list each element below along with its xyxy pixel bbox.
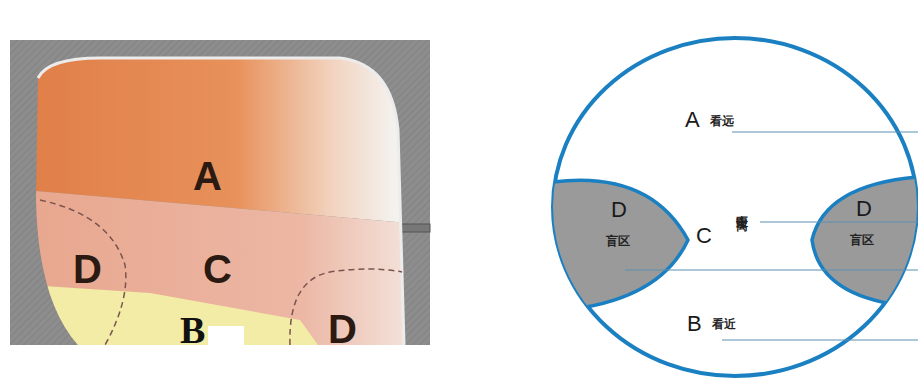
leader-line [722, 339, 918, 340]
blind-boundary [40, 200, 126, 345]
blind-shape [540, 180, 688, 315]
lens-circle: A 看远 C 中距离 B 看近 D 盲区 D 盲区 [550, 35, 918, 379]
near-zone: B [170, 305, 230, 350]
blind-fill [812, 175, 918, 307]
blind-outline [553, 180, 688, 310]
blind-zone: D [320, 305, 370, 350]
lens-letter: C [203, 249, 232, 289]
leader-line [625, 269, 918, 270]
lens-edge [38, 58, 404, 345]
blind-zone: D [65, 245, 115, 295]
leader-line [760, 221, 918, 222]
blind-letter: D [856, 198, 872, 220]
far-zone-band [0, 0, 430, 225]
blind-fill [540, 180, 688, 315]
blind-region: D 盲区 [550, 175, 690, 315]
lens-letter: D [328, 309, 357, 349]
middle-zone-band [0, 188, 430, 345]
far-zone: A [185, 150, 245, 200]
zone-word: 看远 [710, 115, 734, 127]
blind-outline [812, 177, 918, 307]
middle-zone: C [195, 245, 245, 295]
blind-word: 盲区 [606, 235, 630, 247]
lens-b: B [180, 311, 205, 349]
zone-word: 看近 [712, 318, 736, 330]
lens-letter: D [73, 249, 102, 289]
leader-line [732, 131, 918, 132]
zone-letter: A [685, 109, 700, 131]
lens-zones [0, 0, 430, 345]
near-zone-band [0, 283, 318, 345]
zone-letter: B [687, 313, 702, 335]
lens-letter: A [193, 156, 222, 196]
blind-region: D 盲区 [808, 170, 918, 315]
zone-vert: 中距离 [736, 205, 748, 211]
blind-letter: D [611, 199, 627, 221]
blind-word: 盲区 [850, 234, 874, 246]
label-patch [208, 326, 244, 345]
blind-shape [812, 175, 918, 307]
zone-letter: C [696, 225, 712, 247]
